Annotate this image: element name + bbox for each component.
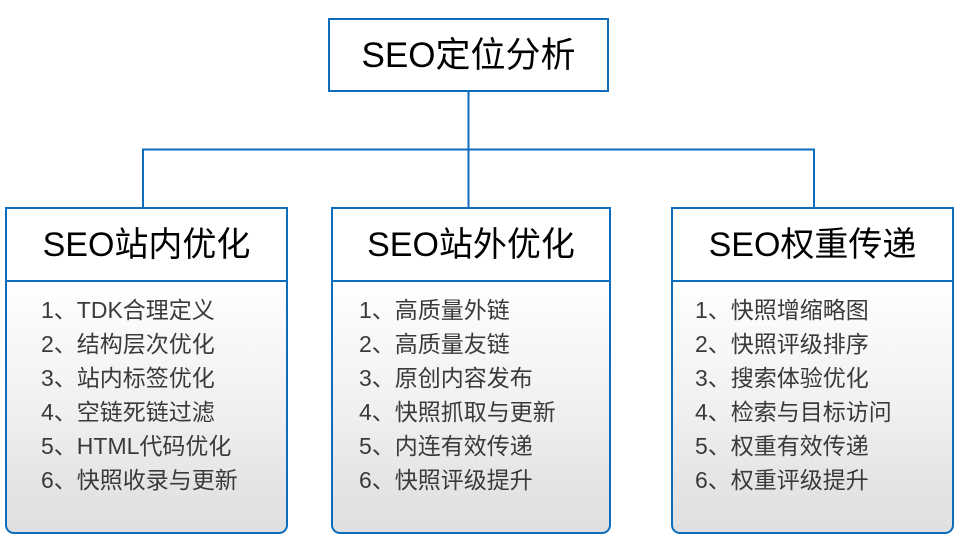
branch-3-title: SEO权重传递	[708, 225, 917, 264]
list-item: 4、快照抓取与更新	[359, 399, 556, 425]
list-item: 3、搜索体验优化	[695, 365, 869, 391]
list-item: 6、快照评级提升	[359, 467, 533, 493]
list-item: 1、快照增缩略图	[695, 297, 869, 323]
branch-1-item-list: 1、TDK合理定义 2、结构层次优化 3、站内标签优化 4、空链死链过滤 5、H…	[7, 293, 238, 497]
branch-3-header[interactable]: SEO权重传递	[671, 207, 954, 282]
root-node[interactable]: SEO定位分析	[328, 18, 609, 92]
list-item: 1、高质量外链	[359, 297, 510, 323]
branch-2-body: 1、高质量外链 2、高质量友链 3、原创内容发布 4、快照抓取与更新 5、内连有…	[331, 280, 611, 534]
root-node-title: SEO定位分析	[361, 35, 576, 75]
list-item: 2、结构层次优化	[41, 331, 215, 357]
list-item: 5、HTML代码优化	[41, 433, 232, 459]
list-item: 2、快照评级排序	[695, 331, 869, 357]
branch-node-2[interactable]: SEO站外优化 1、高质量外链 2、高质量友链 3、原创内容发布 4、快照抓取与…	[331, 207, 611, 534]
list-item: 3、原创内容发布	[359, 365, 533, 391]
list-item: 1、TDK合理定义	[41, 297, 215, 323]
branch-1-title: SEO站内优化	[42, 225, 251, 264]
branch-node-1[interactable]: SEO站内优化 1、TDK合理定义 2、结构层次优化 3、站内标签优化 4、空链…	[5, 207, 288, 534]
branch-2-title: SEO站外优化	[367, 225, 575, 264]
list-item: 4、空链死链过滤	[41, 399, 215, 425]
branch-1-body: 1、TDK合理定义 2、结构层次优化 3、站内标签优化 4、空链死链过滤 5、H…	[5, 280, 288, 534]
branch-2-item-list: 1、高质量外链 2、高质量友链 3、原创内容发布 4、快照抓取与更新 5、内连有…	[333, 293, 556, 497]
list-item: 2、高质量友链	[359, 331, 510, 357]
branch-3-body: 1、快照增缩略图 2、快照评级排序 3、搜索体验优化 4、检索与目标访问 5、权…	[671, 280, 954, 534]
list-item: 5、权重有效传递	[695, 433, 869, 459]
list-item: 3、站内标签优化	[41, 365, 215, 391]
list-item: 6、权重评级提升	[695, 467, 869, 493]
branch-3-item-list: 1、快照增缩略图 2、快照评级排序 3、搜索体验优化 4、检索与目标访问 5、权…	[673, 293, 892, 497]
list-item: 4、检索与目标访问	[695, 399, 892, 425]
branch-node-3[interactable]: SEO权重传递 1、快照增缩略图 2、快照评级排序 3、搜索体验优化 4、检索与…	[671, 207, 954, 534]
list-item: 6、快照收录与更新	[41, 467, 238, 493]
branch-1-header[interactable]: SEO站内优化	[5, 207, 288, 282]
branch-2-header[interactable]: SEO站外优化	[331, 207, 611, 282]
list-item: 5、内连有效传递	[359, 433, 533, 459]
